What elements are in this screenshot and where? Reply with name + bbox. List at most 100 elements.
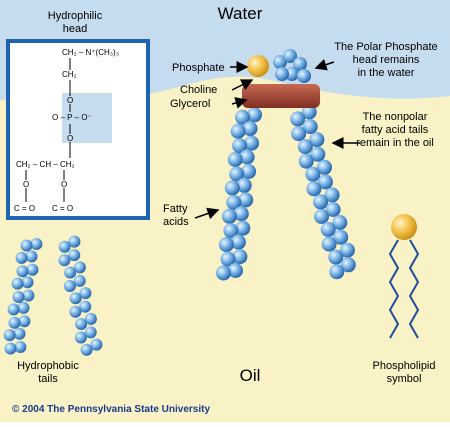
fatty-acids-arrow bbox=[194, 207, 220, 220]
bead bbox=[73, 261, 86, 274]
bead bbox=[15, 251, 28, 264]
bead bbox=[309, 132, 325, 148]
bead bbox=[68, 235, 81, 248]
formula-row-8a: C = O bbox=[14, 204, 36, 213]
bead bbox=[230, 123, 246, 139]
bead bbox=[242, 121, 258, 137]
bead bbox=[297, 139, 313, 155]
polar-head-note: The Polar Phosphate head remains in the … bbox=[326, 41, 446, 80]
phosphate-ball bbox=[247, 55, 269, 77]
bead bbox=[320, 222, 336, 237]
choline-arrow bbox=[231, 79, 254, 91]
bead bbox=[11, 277, 24, 290]
hydrophilic-head-line-2: head bbox=[62, 23, 88, 35]
bead bbox=[236, 177, 252, 193]
bead bbox=[17, 301, 30, 314]
fatty-acids-label: Fatty acids bbox=[163, 203, 189, 229]
bead bbox=[232, 138, 248, 154]
bead bbox=[64, 266, 77, 279]
formula-row-3: O bbox=[67, 96, 74, 105]
nonpolar-tails-note-line-3: remain in the oil bbox=[356, 137, 434, 149]
hydrophilic-head-label: Hydrophilic head bbox=[30, 10, 120, 36]
hydrophobic-tails-label: Hydrophobic tails bbox=[8, 360, 88, 386]
phosphate-highlight bbox=[62, 93, 112, 143]
bead bbox=[324, 187, 340, 203]
bead bbox=[339, 242, 355, 258]
formula-row-1: CH₂ – N⁺(CH₃)₃ bbox=[62, 48, 119, 57]
bead bbox=[317, 174, 333, 190]
bead bbox=[306, 181, 322, 197]
phospholipid-symbol-label: Phospholipid symbol bbox=[364, 360, 444, 386]
hydrophilic-head-line-1: Hydrophilic bbox=[47, 10, 103, 22]
bead bbox=[313, 194, 329, 210]
bead bbox=[69, 292, 82, 305]
bead bbox=[12, 291, 25, 303]
bead bbox=[18, 315, 31, 328]
polar-head-note-line-3: in the water bbox=[357, 67, 415, 79]
bead bbox=[68, 249, 81, 262]
formula-row-7b: O bbox=[61, 180, 68, 189]
hydrophobic-tail-right bbox=[58, 235, 103, 356]
choline-label: Choline bbox=[180, 84, 218, 96]
bead bbox=[79, 300, 92, 313]
formula-row-7a: O bbox=[23, 180, 30, 189]
bead bbox=[298, 153, 314, 169]
bead bbox=[340, 257, 356, 273]
bead bbox=[291, 126, 307, 142]
bead bbox=[229, 166, 245, 182]
bead bbox=[20, 239, 33, 252]
bead bbox=[218, 237, 234, 253]
hydrophobic-tails-line-2: tails bbox=[38, 373, 58, 385]
bead bbox=[3, 329, 16, 342]
bead bbox=[30, 238, 43, 250]
bead bbox=[230, 234, 246, 250]
bead bbox=[328, 249, 344, 265]
bead bbox=[235, 109, 250, 125]
bead bbox=[290, 111, 306, 127]
glycerol-label: Glycerol bbox=[170, 98, 211, 110]
bead bbox=[310, 146, 326, 162]
choline-bead bbox=[285, 67, 299, 81]
nonpolar-tails-note-line-1: The nonpolar bbox=[362, 111, 428, 123]
bead bbox=[220, 251, 236, 267]
bead bbox=[332, 215, 348, 230]
bead bbox=[317, 159, 332, 175]
bead bbox=[228, 263, 243, 278]
polar-head-note-line-1: The Polar Phosphate bbox=[334, 41, 438, 53]
bead bbox=[73, 274, 86, 287]
bead bbox=[305, 166, 321, 182]
bead bbox=[26, 263, 39, 276]
formula-bonds bbox=[25, 58, 71, 202]
bead bbox=[74, 331, 87, 344]
hydrophobic-tails-line-1: Hydrophobic bbox=[17, 360, 79, 372]
glycerol-arrow bbox=[231, 97, 248, 109]
bead bbox=[84, 326, 97, 339]
symbol-tails bbox=[388, 239, 420, 339]
bead bbox=[325, 202, 341, 217]
main-tail-right bbox=[290, 104, 356, 280]
bead bbox=[90, 338, 103, 351]
bead bbox=[75, 318, 88, 330]
bead bbox=[63, 280, 76, 292]
main-tail-left bbox=[216, 107, 262, 281]
formula-row-8b: C = O bbox=[52, 204, 74, 213]
bead bbox=[239, 149, 255, 165]
formula-row-6: CH₂ – CH – CH₂ bbox=[16, 160, 75, 169]
molecule-beads bbox=[3, 49, 356, 356]
formula-row-4: O – P – O⁻ bbox=[52, 113, 92, 122]
bead bbox=[58, 254, 71, 267]
choline-bead bbox=[283, 49, 297, 63]
oil-label: Oil bbox=[239, 366, 261, 385]
bead bbox=[14, 341, 27, 353]
bead bbox=[321, 236, 337, 252]
bead bbox=[58, 240, 71, 253]
bead bbox=[247, 107, 262, 123]
choline-bead bbox=[297, 69, 311, 83]
bead bbox=[13, 327, 26, 340]
choline-bead bbox=[275, 67, 289, 81]
bead bbox=[25, 250, 38, 263]
polar-head-note-line-2: head remains bbox=[352, 54, 420, 66]
nonpolar-tails-note-line-2: fatty acid tails bbox=[361, 124, 429, 136]
bead bbox=[333, 229, 349, 245]
fatty-acids-line-2: acids bbox=[163, 216, 189, 228]
